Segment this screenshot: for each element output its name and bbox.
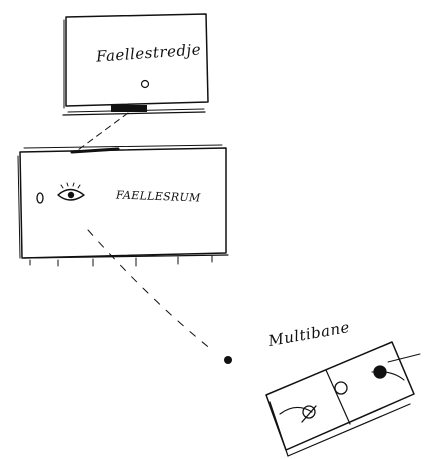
circle-marker	[303, 406, 315, 418]
middle-box	[18, 145, 228, 266]
circle-marker	[335, 382, 347, 394]
connector-middle-bottom	[88, 230, 212, 350]
top-box	[63, 14, 208, 115]
bottom-box	[266, 342, 420, 456]
eye-icon	[58, 183, 84, 200]
circle-marker	[374, 366, 386, 378]
circle-marker	[224, 356, 232, 364]
connector-top-middle	[78, 113, 128, 150]
circle-marker	[142, 81, 149, 88]
circle-marker	[37, 193, 43, 203]
